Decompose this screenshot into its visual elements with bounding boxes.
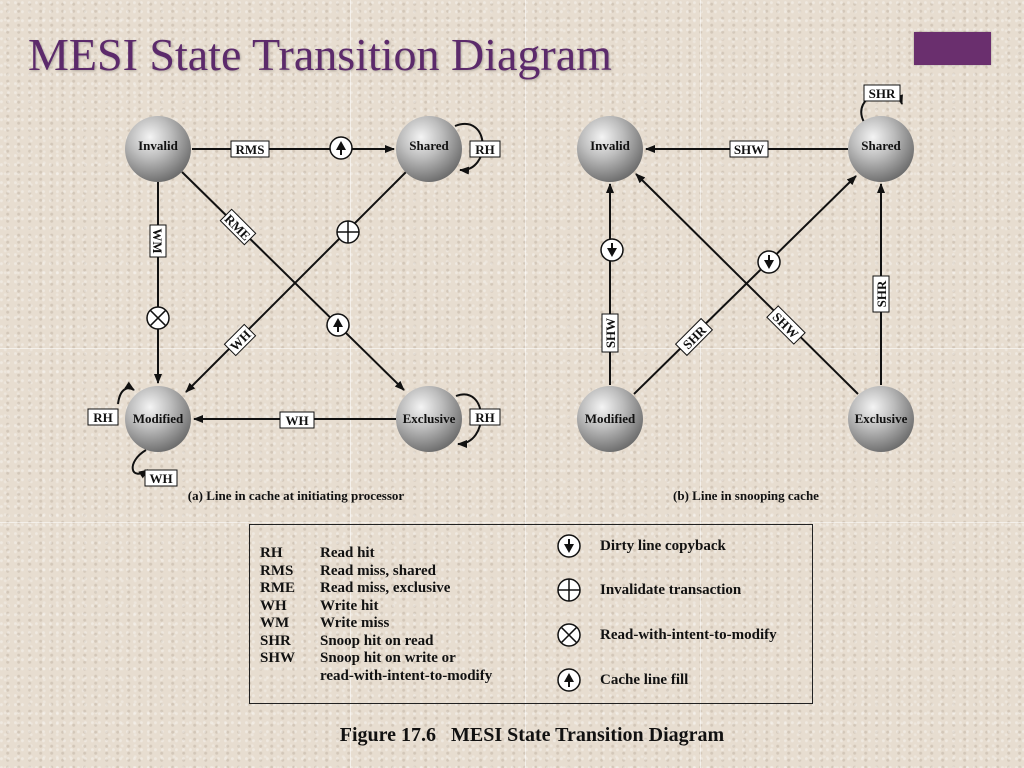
legend: RH Read hit RMS Read miss, shared RME Read … [249,524,813,704]
loop-modified-wh [131,449,149,479]
legend-code: SHR [260,632,291,649]
figure-caption: Figure 17.6 MESI State Transition Diagra… [339,724,725,746]
caption-b: (b) Line in snooping cache [673,488,819,503]
legend-desc: Read hit [320,545,375,561]
state-invalid [577,116,643,182]
legend-desc: read-with-intent-to-modify [320,667,493,684]
cache-fill-icon [329,136,353,160]
label-shw-left: SHW [603,318,618,348]
cache-fill-icon [557,668,581,692]
legend-symbol-label: Dirty line copyback [600,537,726,554]
legend-desc: Read miss, shared [320,562,436,579]
legend-symbol-row: Invalidate transaction [556,577,741,603]
legend-desc: Write miss [320,615,390,631]
legend-desc: Read miss, exclusive [320,580,451,596]
legend-code: WH [260,597,287,614]
caption-a: (a) Line in cache at initiating processo… [188,488,405,503]
diagram-b: Invalid Shared Modified Exclusive SHR SH… [577,84,914,503]
state-label-shared: Shared [861,138,901,153]
grid-line [700,0,701,768]
invalidate-icon [336,220,360,244]
edge-modified-shared [633,175,857,395]
rwitm-icon [557,623,581,647]
label-rh-modified: RH [93,410,113,425]
state-label-shared: Shared [409,138,449,153]
label-rms: RMS [236,142,265,157]
state-label-exclusive: Exclusive [855,411,908,426]
state-label-modified: Modified [133,411,184,426]
accent-box [914,32,991,65]
legend-abbreviations: RH Read hit RMS Read miss, shared RME Read … [260,545,540,685]
dirty-copyback-icon [557,534,581,558]
label-shr-loop: SHR [869,86,896,101]
legend-desc: Snoop hit on write or [320,650,456,666]
grid-line [525,0,526,768]
label-wh-bottom: WH [285,413,308,428]
legend-symbol-row: Read-with-intent-to-modify [556,622,777,648]
legend-symbol-row: Cache line fill [556,667,688,693]
legend-row: read-with-intent-to-modify [260,668,540,686]
legend-code: RME [260,580,295,596]
legend-code: WM [260,615,290,631]
state-exclusive [396,386,462,452]
invalidate-icon [557,578,581,602]
legend-row: RME Read miss, exclusive [260,580,540,598]
legend-row: RMS Read miss, shared [260,563,540,581]
grid-line [350,0,351,768]
label-wh-modified: WH [149,471,172,486]
legend-row: WM Write miss [260,615,540,633]
label-wm: WM [150,228,165,253]
legend-row: WH Write hit [260,598,540,616]
legend-symbol-row: Dirty line copyback [556,533,726,559]
cache-fill-icon [326,313,350,337]
legend-row: SHW Snoop hit on write or [260,650,540,668]
loop-modified-rh [117,381,135,405]
state-invalid [125,116,191,182]
edge-shared-modified [185,171,407,393]
label-shw-top: SHW [734,142,764,157]
state-label-exclusive: Exclusive [403,411,456,426]
legend-symbol-label: Cache line fill [600,671,689,688]
legend-desc: Snoop hit on read [320,632,434,649]
legend-symbol-label: Read-with-intent-to-modify [600,626,777,643]
diagram-a: Invalid Shared Modified Exclusive RMS RH… [87,116,501,503]
legend-row: RH Read hit [260,545,540,563]
mesi-diagrams: Invalid Shared Modified Exclusive RMS RH… [87,84,914,503]
legend-row: SHR Snoop hit on read [260,633,540,651]
state-modified [577,386,643,452]
page-title: MESI State Transition Diagram [28,29,612,80]
edge-invalid-exclusive [181,171,405,391]
grid-line [0,522,1024,523]
legend-code: SHW [260,650,296,666]
label-shr-right: SHR [874,280,889,307]
grid-line [0,348,1024,349]
state-exclusive [848,386,914,452]
legend-desc: Write hit [320,597,379,614]
state-label-invalid: Invalid [590,138,631,153]
state-modified [125,386,191,452]
legend-code: RMS [260,562,294,579]
state-shared [848,116,914,182]
dirty-copyback-icon [600,238,624,262]
rwitm-icon [146,306,170,330]
legend-symbol-label: Invalidate transaction [600,581,742,598]
state-label-invalid: Invalid [138,138,179,153]
state-label-modified: Modified [585,411,636,426]
state-shared [396,116,462,182]
label-rh-shared: RH [475,142,495,157]
legend-code [260,668,320,686]
label-rh-exclusive: RH [475,410,495,425]
legend-code: RH [260,545,283,561]
dirty-copyback-icon [757,250,781,274]
